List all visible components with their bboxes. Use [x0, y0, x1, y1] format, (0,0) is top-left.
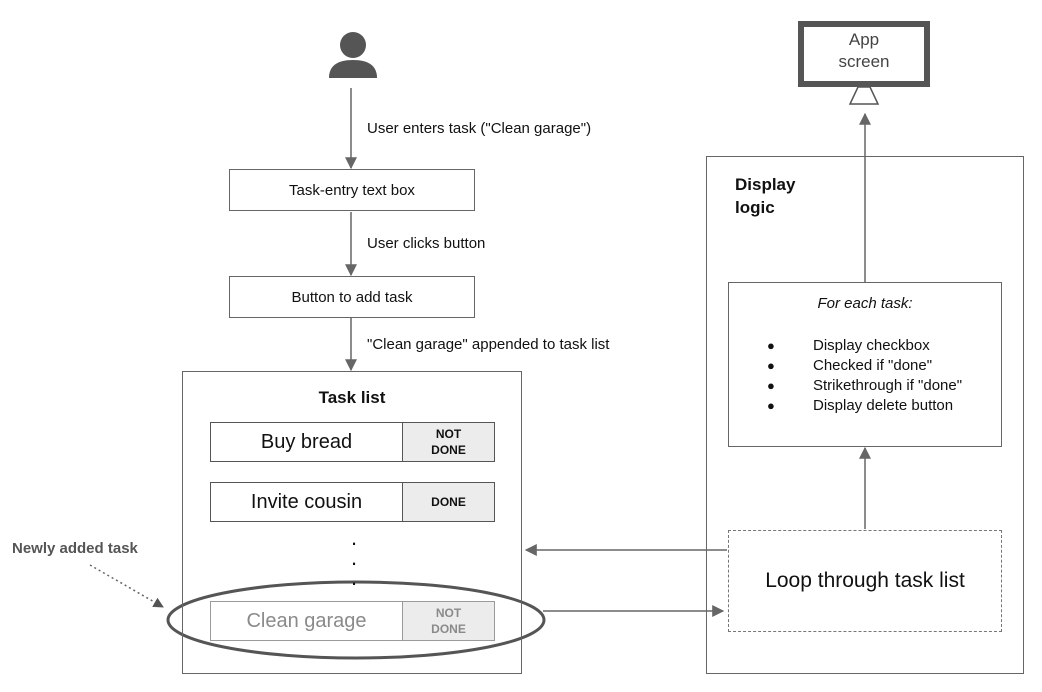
bullet-icon: ● [767, 338, 775, 353]
task-list-panel [182, 371, 522, 674]
bullet-icon: ● [767, 358, 775, 373]
display-rule: ●Display delete button [767, 397, 954, 414]
status-line: DONE [431, 495, 466, 509]
for-each-task-box: For each task: ●Display checkbox ●Checke… [728, 282, 1002, 447]
step-user-enters-task: User enters task ("Clean garage") [367, 120, 592, 137]
step-appended-to-list: "Clean garage" appended to task list [367, 336, 610, 353]
status-line: NOT [435, 606, 462, 620]
task-name: Clean garage [246, 609, 367, 632]
status-line: NOT [435, 427, 462, 441]
monitor-icon [798, 21, 930, 105]
task-name: Buy bread [260, 430, 353, 453]
task-status: NOT DONE [402, 423, 494, 461]
ellipsis-dot: · [350, 530, 358, 555]
app-screen-line2: screen [838, 52, 890, 71]
app-screen-line1: App [848, 30, 880, 49]
for-each-title: For each task: [817, 295, 913, 312]
display-rules-list: ●Display checkbox ●Checked if "done" ●St… [767, 336, 962, 416]
task-row: Invite cousin DONE [210, 482, 495, 522]
task-name: Invite cousin [250, 490, 363, 513]
loop-through-task-list-box: Loop through task list [728, 530, 1002, 632]
display-logic-title-line2: logic [735, 198, 775, 217]
task-row: Buy bread NOT DONE [210, 422, 495, 462]
display-rule: ●Strikethrough if "done" [767, 377, 963, 394]
newly-added-annotation: Newly added task [12, 540, 138, 557]
task-list-title: Task list [318, 388, 386, 407]
status-line: DONE [431, 443, 466, 457]
task-status: DONE [402, 483, 494, 521]
bullet-icon: ● [767, 398, 775, 413]
display-rule: ●Checked if "done" [767, 357, 933, 374]
display-rule: ●Display checkbox [767, 337, 930, 354]
task-status: NOT DONE [402, 602, 494, 640]
app-screen-label: App screen [804, 29, 924, 73]
person-icon [329, 32, 377, 78]
display-logic-panel [706, 156, 1024, 674]
highlight-ellipse [166, 580, 546, 660]
status-line: DONE [431, 622, 466, 636]
annotation-pointer [89, 564, 164, 608]
task-entry-text-box: Task-entry text box [229, 169, 475, 211]
task-row-new: Clean garage NOT DONE [210, 601, 495, 641]
ellipsis-dot: · [350, 570, 358, 595]
ellipsis-dot: · [350, 550, 358, 575]
bullet-icon: ● [767, 378, 775, 393]
add-task-button-box: Button to add task [229, 276, 475, 318]
display-logic-title: Display logic [735, 173, 795, 219]
step-user-clicks-button: User clicks button [367, 235, 486, 252]
display-logic-title-line1: Display [735, 175, 796, 194]
